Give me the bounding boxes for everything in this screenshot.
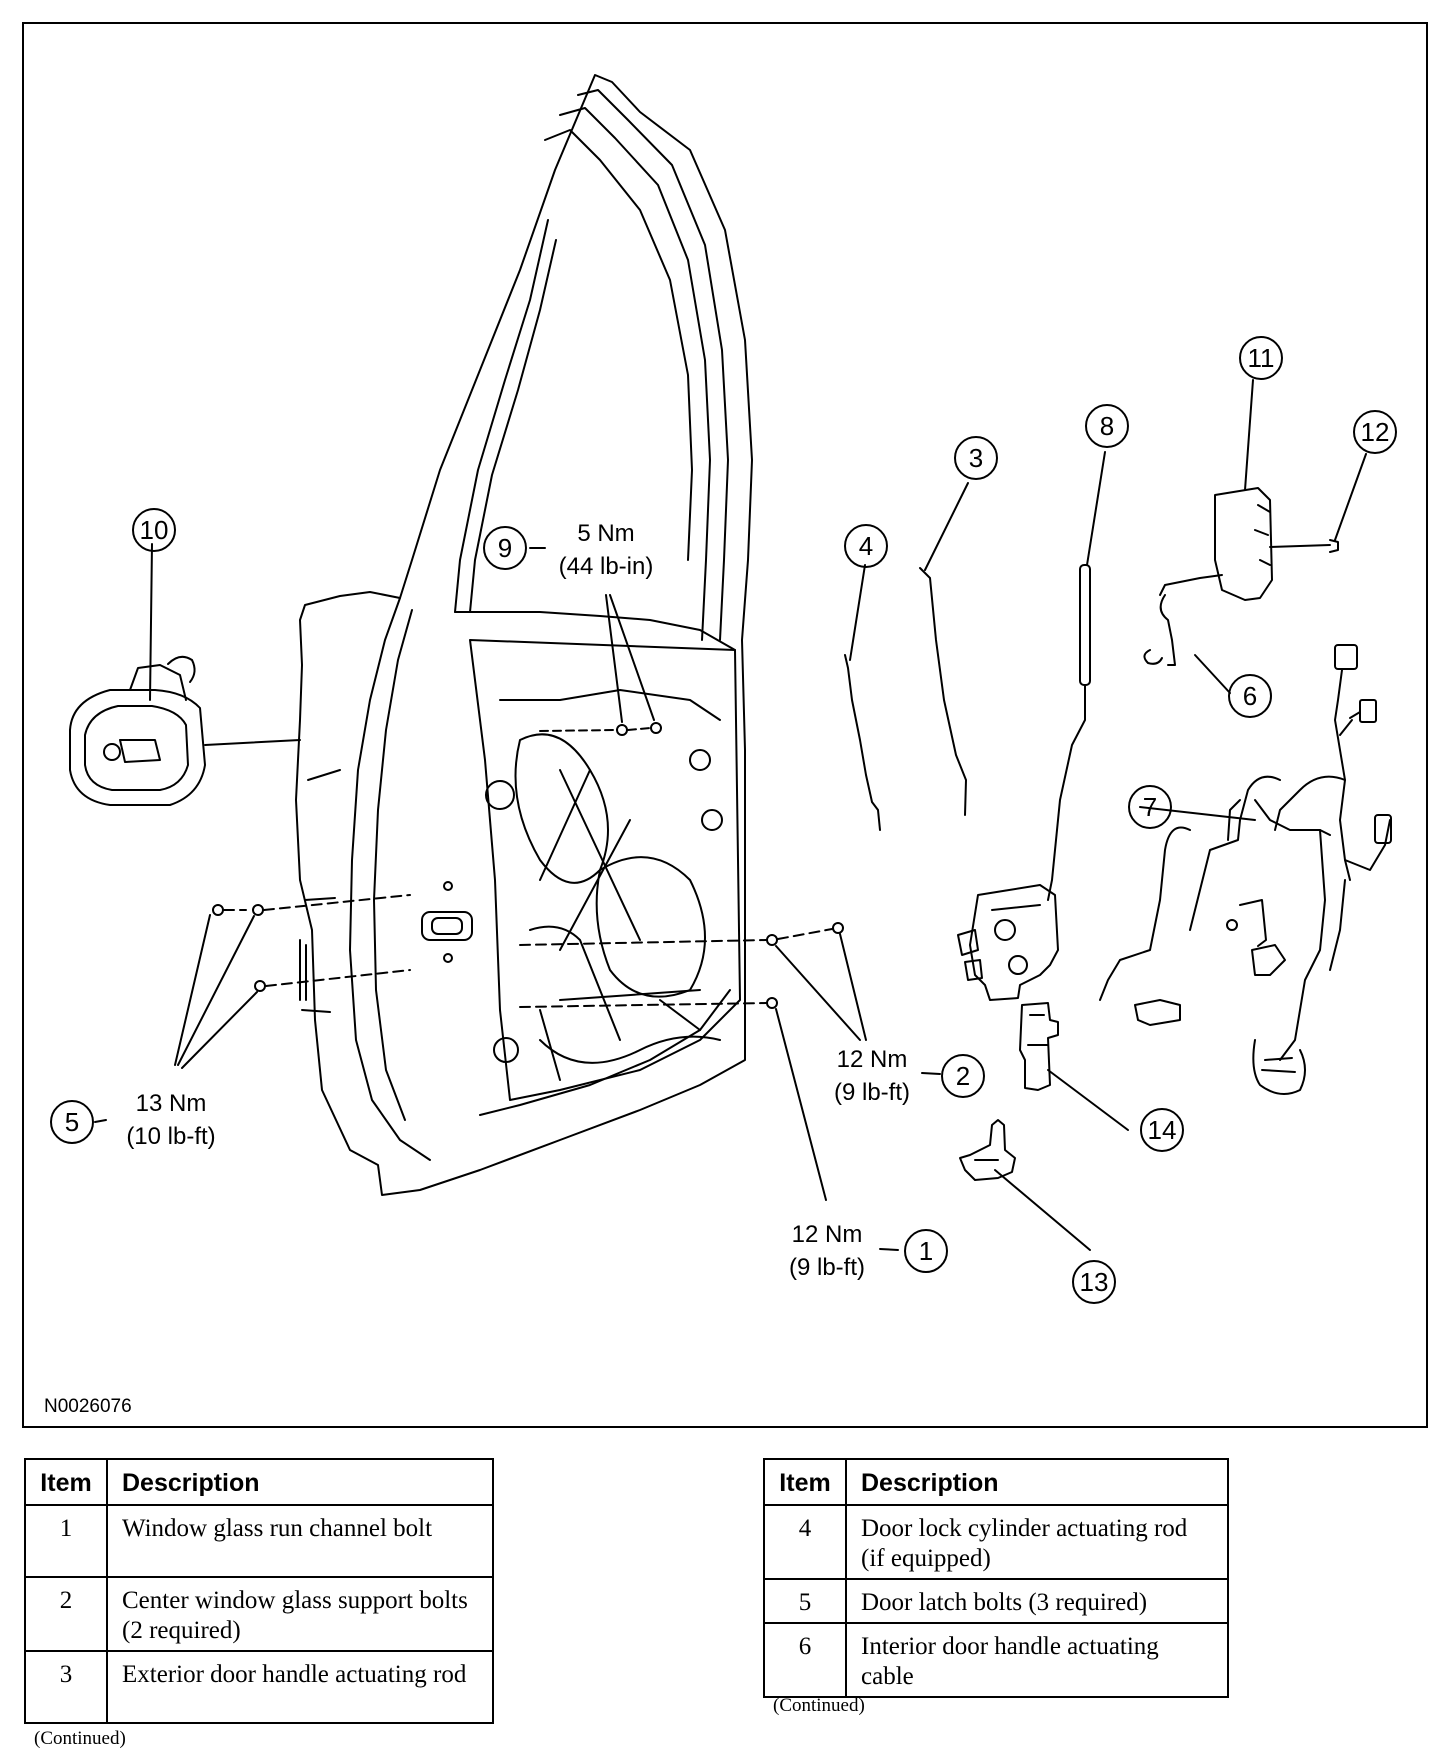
torque-5-metric: 13 Nm (136, 1090, 207, 1117)
callout-leaders (94, 379, 1367, 1251)
lock-cylinder-rod (844, 654, 881, 831)
description-header: Description (106, 1458, 494, 1506)
table-row: 5 Door latch bolts (3 required) (763, 1578, 1229, 1624)
callout-circles (50, 336, 1397, 1304)
item-number: 2 (24, 1576, 108, 1652)
callout-labels: 10 9 4 3 8 11 12 6 7 2 14 13 1 5 (65, 343, 1390, 1297)
table-row: 3 Exterior door handle actuating rod (24, 1650, 494, 1724)
glass-support-bolts (519, 922, 867, 1201)
callout-5: 5 (65, 1107, 79, 1137)
torque-1-metric: 12 Nm (792, 1221, 863, 1248)
item-header: Item (24, 1458, 108, 1506)
torque-labels: 5 Nm (44 lb-in) 12 Nm (9 lb-ft) 13 Nm (1… (126, 520, 910, 1281)
exterior-door-handle (69, 655, 301, 806)
wiring-harness (1099, 644, 1392, 1095)
item-description: Center window glass support bolts (2 req… (106, 1576, 494, 1652)
item-number: 1 (24, 1504, 108, 1578)
table-row: 6 Interior door handle actuating cable (763, 1622, 1229, 1698)
torque-9-imperial: (44 lb-in) (559, 553, 654, 580)
table-header-row: Item Description (24, 1458, 494, 1506)
table-row: 1 Window glass run channel bolt (24, 1504, 494, 1578)
shell-latch-plate (421, 881, 473, 963)
callout-14: 14 (1148, 1115, 1177, 1145)
item-header: Item (763, 1458, 847, 1506)
figure-frame (22, 22, 1428, 1428)
callout-7: 7 (1143, 792, 1157, 822)
item-number: 3 (24, 1650, 108, 1724)
item-description: Exterior door handle actuating rod (106, 1650, 494, 1724)
callout-6: 6 (1243, 681, 1257, 711)
table-row: 2 Center window glass support bolts (2 r… (24, 1576, 494, 1652)
latch-bolts (174, 894, 411, 1069)
parts-table-left: Item Description 1 Window glass run chan… (24, 1458, 494, 1724)
door-shell (295, 74, 753, 1196)
exterior-handle-rod (919, 567, 967, 816)
callout-3: 3 (969, 443, 983, 473)
callout-4: 4 (859, 531, 873, 561)
parts-table-right: Item Description 4 Door lock cylinder ac… (763, 1458, 1229, 1698)
continued-note-right: (Continued) (773, 1695, 865, 1716)
item-number: 4 (763, 1504, 847, 1580)
torque-9-metric: 5 Nm (577, 520, 634, 547)
table-row: 4 Door lock cylinder actuating rod (if e… (763, 1504, 1229, 1580)
torque-2-imperial: (9 lb-ft) (834, 1079, 910, 1106)
continued-note-left: (Continued) (34, 1728, 126, 1749)
item-description: Window glass run channel bolt (106, 1504, 494, 1578)
callout-13: 13 (1080, 1267, 1109, 1297)
inner-door-panel (469, 639, 741, 1101)
door-ajar-switch (1019, 1002, 1059, 1091)
run-channel-upper-bolts (539, 594, 662, 736)
latch-rod (1047, 564, 1091, 901)
item-description: Door lock cylinder actuating rod (if equ… (845, 1504, 1229, 1580)
interior-door-handle (1143, 487, 1339, 666)
callout-12: 12 (1361, 417, 1390, 447)
item-description: Interior door handle actuating cable (845, 1622, 1229, 1698)
door-exploded-diagram: 10 9 4 3 8 11 12 6 7 2 14 13 1 5 5 Nm (4… (44, 74, 1397, 1417)
callout-10: 10 (140, 515, 169, 545)
door-latch (957, 884, 1059, 1001)
torque-5-imperial: (10 lb-ft) (126, 1123, 215, 1150)
description-header: Description (845, 1458, 1229, 1506)
torque-1-imperial: (9 lb-ft) (789, 1254, 865, 1281)
door-lock-actuator (959, 1119, 1016, 1181)
torque-2-metric: 12 Nm (837, 1046, 908, 1073)
item-number: 6 (763, 1622, 847, 1698)
callout-11: 11 (1248, 343, 1275, 373)
callout-2: 2 (956, 1061, 970, 1091)
item-number: 5 (763, 1578, 847, 1624)
item-description: Door latch bolts (3 required) (845, 1578, 1229, 1624)
callout-9: 9 (498, 533, 512, 563)
callout-8: 8 (1100, 411, 1114, 441)
callout-1: 1 (919, 1236, 933, 1266)
table-header-row: Item Description (763, 1458, 1229, 1506)
figure-id: N0026076 (44, 1396, 132, 1417)
